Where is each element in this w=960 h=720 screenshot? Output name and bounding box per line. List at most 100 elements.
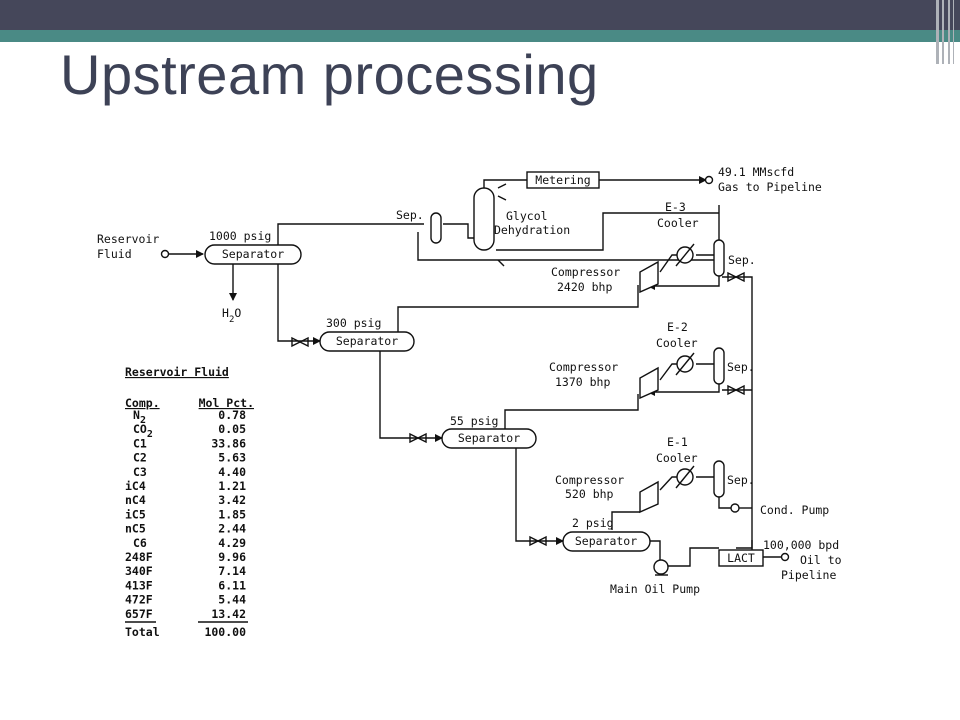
component-mol-pct: 0.78	[218, 408, 246, 422]
component-name: 657F	[125, 607, 153, 621]
gas-out-label: Gas to Pipeline	[718, 180, 822, 194]
sep-right-label: Sep.	[727, 360, 755, 374]
component-name: iC4	[125, 479, 146, 493]
header-divider-line	[942, 0, 944, 64]
component-name: 340F	[125, 564, 153, 578]
lact-label: LACT	[727, 551, 755, 565]
cooler-e2-label: Cooler	[656, 336, 698, 350]
small-separator-vessel	[430, 212, 442, 244]
oil-out-label: Pipeline	[781, 568, 836, 582]
lact-box	[718, 549, 764, 567]
cooler-e3-name: E-3	[665, 200, 686, 214]
component-mol-pct: 5.44	[218, 593, 246, 607]
oil-out-label: Oil to	[800, 553, 842, 567]
slide-title: Upstream processing	[60, 43, 599, 106]
cooler-e2-name: E-2	[667, 320, 688, 334]
separator-300-label: Separator	[336, 334, 398, 348]
component-mol-pct: 4.29	[218, 536, 246, 550]
component-name: iC5	[125, 507, 146, 521]
component-name: CO2	[133, 422, 153, 440]
separator-55-label: Separator	[458, 431, 520, 445]
cond-pump-label: Cond. Pump	[760, 503, 829, 517]
separator-2-label: Separator	[575, 534, 637, 548]
component-name: C6	[133, 536, 147, 550]
valve-icon	[291, 271, 745, 547]
separator-300-pressure: 300 psig	[326, 316, 381, 330]
small-sep-label: Sep.	[396, 208, 424, 222]
compressor-2420-label: Compressor	[551, 265, 620, 279]
component-mol-pct: 9.96	[218, 550, 246, 564]
sep-right-label: Sep.	[727, 473, 755, 487]
component-mol-pct: 3.42	[218, 493, 246, 507]
component-name: C3	[133, 465, 147, 479]
metering-label: Metering	[535, 173, 590, 187]
sep-right-2-vessel	[713, 347, 725, 385]
feed-node-icon	[160, 249, 170, 259]
cooler-e1-icon	[675, 465, 695, 489]
component-name: C2	[133, 451, 147, 465]
water-label: H2O	[222, 306, 241, 325]
component-name: 472F	[125, 593, 153, 607]
oil-out-node-icon	[780, 552, 790, 562]
compressor-1370-power: 1370 bhp	[555, 375, 610, 389]
glycol-label: Glycol	[506, 209, 548, 223]
header-accent-bar	[0, 30, 960, 42]
header-divider-line	[936, 0, 939, 64]
component-mol-pct: 1.21	[218, 479, 246, 493]
column-header-mol-pct: Mol Pct.	[199, 396, 254, 410]
column-header-comp: Comp.	[125, 396, 160, 410]
component-name: N2	[133, 408, 146, 426]
feed-label: Fluid	[97, 247, 132, 261]
component-name: 248F	[125, 550, 153, 564]
separator-1000-pressure: 1000 psig	[209, 229, 271, 243]
gas-out-node-icon	[704, 175, 714, 185]
separator-1000-label: Separator	[222, 247, 284, 261]
component-name: nC5	[125, 522, 146, 536]
sep-right-1-vessel	[713, 460, 725, 498]
total-label: Total	[125, 625, 160, 639]
separator-55-pressure: 55 psig	[450, 414, 498, 428]
composition-table: Reservoir Fluid Comp. Mol Pct. N2 0.78CO2…	[125, 365, 254, 639]
glycol-outlet-icon	[497, 259, 505, 267]
cooler-e3-icon	[675, 243, 695, 267]
separator-2-pressure: 2 psig	[572, 516, 614, 530]
component-mol-pct: 7.14	[218, 564, 246, 578]
total-value: 100.00	[204, 625, 246, 639]
feed-label: Reservoir	[97, 232, 159, 246]
compressor-520-icon	[639, 480, 659, 514]
glycol-label: Dehydration	[494, 223, 570, 237]
piping	[168, 176, 782, 567]
compressor-520-power: 520 bhp	[565, 487, 614, 501]
composition-title: Reservoir Fluid	[125, 365, 229, 379]
compressor-1370-label: Compressor	[549, 360, 618, 374]
component-mol-pct: 4.40	[218, 465, 246, 479]
sep-right-3-vessel	[713, 239, 725, 277]
compressor-2420-power: 2420 bhp	[557, 280, 612, 294]
cooler-e1-name: E-1	[667, 435, 688, 449]
header-bar	[0, 0, 960, 30]
oil-out-label: 100,000 bpd	[763, 538, 839, 552]
header-white-band	[568, 42, 960, 68]
glycol-column-vessel	[473, 187, 495, 251]
component-mol-pct: 0.05	[218, 422, 246, 436]
main-oil-pump-icon	[653, 559, 669, 576]
component-mol-pct: 5.63	[218, 451, 246, 465]
separator-2-vessel	[562, 531, 651, 552]
cooler-e1-label: Cooler	[656, 451, 698, 465]
compressor-2420-icon	[639, 260, 659, 294]
cooler-e3-label: Cooler	[657, 216, 699, 230]
cooler-e2-icon	[675, 352, 695, 376]
metering-box	[526, 171, 600, 189]
glycol-inlet-icon	[497, 183, 507, 201]
header-divider-line	[953, 0, 954, 64]
sep-right-label: Sep.	[728, 253, 756, 267]
cond-pump-icon	[730, 503, 740, 513]
gas-out-label: 49.1 MMscfd	[718, 165, 794, 179]
component-name: nC4	[125, 493, 146, 507]
component-mol-pct: 13.42	[211, 607, 246, 621]
component-mol-pct: 33.86	[211, 436, 246, 450]
component-mol-pct: 6.11	[218, 578, 246, 592]
component-mol-pct: 1.85	[218, 507, 246, 521]
